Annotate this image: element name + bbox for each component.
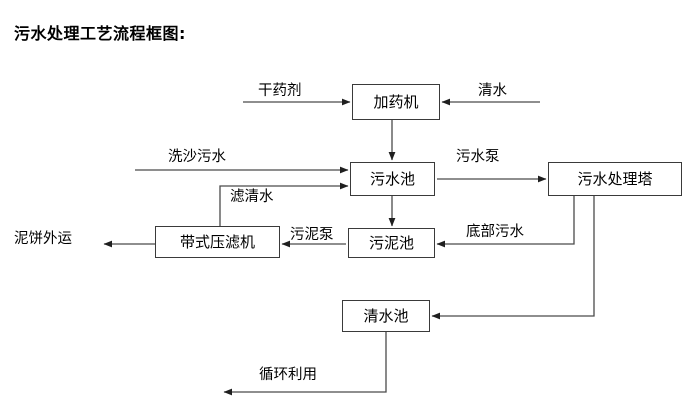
node-clear-water-pool[interactable]: 清水池 xyxy=(342,300,430,332)
page-title: 污水处理工艺流程框图: xyxy=(14,24,186,43)
label-dry-chemical-input: 干药剂 xyxy=(258,83,302,99)
node-belt-filter-press[interactable]: 带式压滤机 xyxy=(155,226,280,258)
label-sand-wash-sewage: 洗沙污水 xyxy=(168,149,226,165)
node-sewage-pool[interactable]: 污水池 xyxy=(350,162,435,196)
label-bottom-sewage: 底部污水 xyxy=(466,224,524,240)
edge-filtered-water-to-sewage-pool xyxy=(219,182,349,226)
edge-clear-water-pool-to-recycle xyxy=(223,332,387,396)
label-clean-water-input: 清水 xyxy=(478,83,507,99)
node-sludge-pool[interactable]: 污泥池 xyxy=(348,228,435,258)
node-treatment-tower[interactable]: 污水处理塔 xyxy=(548,162,682,196)
label-sludge-pump: 污泥泵 xyxy=(290,227,334,243)
label-sewage-pump: 污水泵 xyxy=(456,149,500,165)
label-filtered-water: 滤清水 xyxy=(230,189,274,205)
label-recycle-reuse: 循环利用 xyxy=(259,367,317,383)
edge-tower-to-clear-water-pool xyxy=(431,196,595,320)
edge-tower-to-sludge-pool xyxy=(436,196,575,248)
label-mud-cake-output: 泥饼外运 xyxy=(14,231,72,247)
node-dosing-machine[interactable]: 加药机 xyxy=(352,84,440,120)
